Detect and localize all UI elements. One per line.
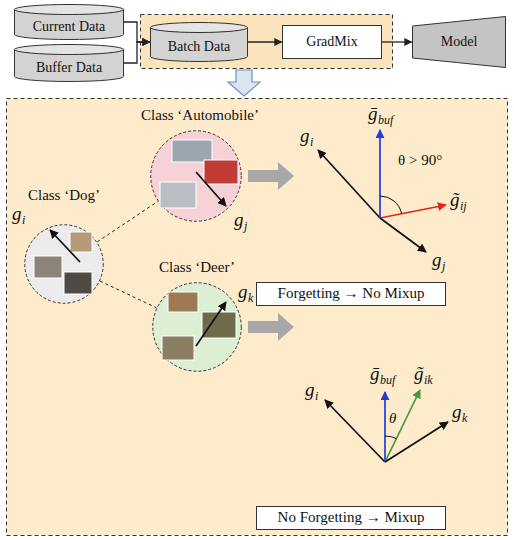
class-heading: Class ‘Dog’ [28, 187, 100, 204]
heading-row: Class ‘Automobile’ [120, 106, 280, 124]
node-text: Forgetting → No Mixup [278, 285, 425, 302]
math-label: g [12, 204, 22, 225]
math-label: ḡ [370, 364, 380, 385]
math-subscript: i [315, 390, 318, 403]
gradient-vector [50, 230, 80, 262]
gradient-vector [318, 150, 380, 218]
math-subscript: buf [378, 114, 393, 127]
dog-photo [70, 232, 92, 252]
buffer-gradient-vector [379, 130, 381, 218]
data-store: Current Data [14, 4, 124, 40]
math-label: θ > 90° [398, 152, 442, 169]
dog-photo [34, 256, 62, 278]
gradient-vector [196, 302, 226, 346]
math-label: g̃ [450, 190, 460, 211]
math-subscript: i [22, 214, 25, 227]
math-label: g [452, 402, 462, 423]
pipeline-group [141, 15, 393, 69]
math-subscript: ik [424, 374, 433, 387]
flow-arrow [248, 162, 294, 190]
detail-panel [7, 99, 508, 536]
deer-photo [168, 292, 198, 312]
deer-photo [162, 336, 194, 360]
class-heading: Class ‘Automobile’ [141, 107, 259, 124]
deer-photo [202, 312, 236, 338]
math-label: g [305, 380, 315, 401]
car-photo [160, 182, 196, 208]
result-box: No Forgetting → Mixup [256, 506, 446, 530]
result-box: Forgetting → No Mixup [256, 282, 446, 306]
node-text: Buffer Data [36, 60, 102, 76]
math-subscript: k [248, 292, 253, 305]
node-text: GradMix [306, 34, 357, 50]
math-label: g [238, 282, 248, 303]
math-label: ḡ [368, 104, 378, 125]
expand-arrow [228, 70, 260, 96]
math-subscript: j [442, 260, 445, 273]
flow-arrow [124, 42, 150, 63]
node-text: Model [441, 34, 478, 50]
node-text: Current Data [33, 19, 106, 35]
heading-row: Class ‘Deer’ [127, 258, 267, 276]
math-subscript: buf [380, 374, 395, 387]
gradient-vector [385, 422, 448, 462]
process-box: GradMix [282, 25, 382, 59]
flow-arrow [382, 41, 412, 42]
class-heading: Class ‘Deer’ [159, 259, 235, 276]
model-block: Model [412, 16, 506, 68]
heading-row: Class ‘Dog’ [8, 186, 120, 204]
class-circle: Class ‘Deer’ [127, 258, 267, 374]
mixed-gradient-vector [380, 205, 446, 218]
gradient-vector [380, 218, 426, 252]
flow-arrow [124, 22, 150, 42]
node-text: No Forgetting → Mixup [278, 509, 425, 526]
dog-photo [64, 272, 92, 294]
math-label: g [432, 250, 442, 271]
math-label: g [300, 126, 310, 147]
car-photo [204, 160, 238, 184]
math-subscript: k [462, 412, 467, 425]
gradient-vector [196, 172, 226, 206]
data-store: Batch Data [150, 22, 248, 62]
car-photo [172, 140, 212, 162]
math-subscript: i [310, 136, 313, 149]
angle-arc [380, 196, 402, 214]
math-label: g̃ [414, 364, 424, 385]
node-text: Batch Data [168, 39, 231, 55]
math-label: θ [389, 410, 396, 427]
math-label: g [234, 210, 244, 231]
math-subscript: j [244, 220, 247, 233]
math-subscript: ij [460, 200, 467, 213]
class-circle: Class ‘Automobile’ [120, 106, 280, 224]
buffer-gradient-vector [384, 392, 386, 462]
gradient-vector [325, 400, 385, 462]
data-store: Buffer Data [14, 44, 124, 82]
flow-arrow [248, 313, 294, 341]
angle-arc [385, 436, 396, 439]
flow-arrow [248, 41, 282, 42]
relation-line [100, 281, 156, 308]
relation-line [97, 202, 157, 242]
